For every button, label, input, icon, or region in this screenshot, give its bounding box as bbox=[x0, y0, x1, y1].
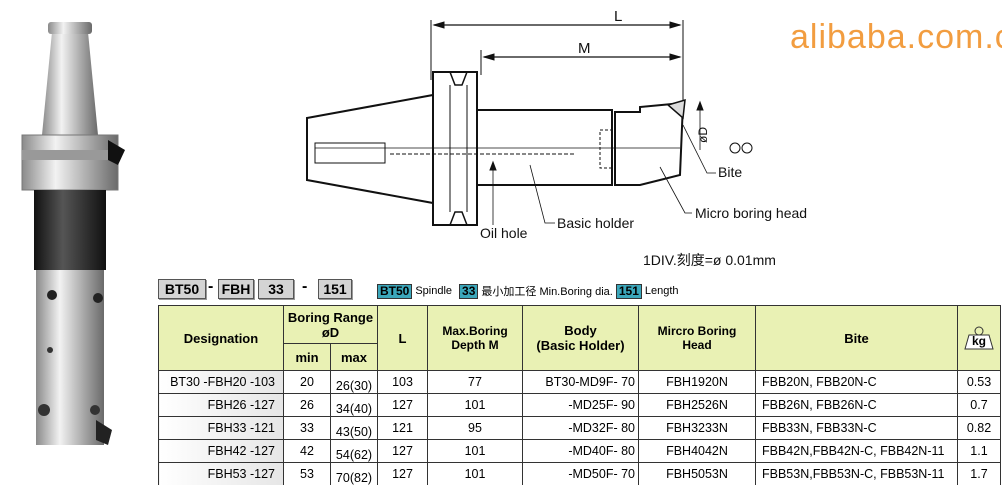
header-weight: kg bbox=[957, 305, 1001, 371]
legend-length-label: Length bbox=[644, 285, 679, 297]
cell-L: 121 bbox=[377, 416, 428, 440]
cell-designation: BT30 -FBH20 -103 bbox=[158, 370, 284, 394]
cell-M: 77 bbox=[427, 370, 523, 394]
cell-kg: 0.7 bbox=[957, 393, 1001, 417]
cell-kg: 0.53 bbox=[957, 370, 1001, 394]
cell-L: 127 bbox=[377, 462, 428, 485]
cell-min: 42 bbox=[283, 439, 331, 463]
product-photo bbox=[21, 22, 125, 445]
cell-kg: 0.82 bbox=[957, 416, 1001, 440]
legend-spindle-label: Spindle bbox=[415, 285, 453, 297]
legend-dia-chip: 33 bbox=[459, 283, 479, 299]
cell-M: 95 bbox=[427, 416, 523, 440]
cell-designation: FBH33 -121 bbox=[158, 416, 284, 440]
watermark: alibaba.com.cn bbox=[790, 18, 1002, 56]
header-max: max bbox=[330, 343, 378, 371]
basic-holder-label: Basic holder bbox=[557, 215, 635, 231]
cell-max: 26(30) bbox=[330, 370, 378, 394]
cell-max: 70(82) bbox=[330, 462, 378, 485]
cell-min: 20 bbox=[283, 370, 331, 394]
cell-head: FBH5053N bbox=[638, 462, 756, 485]
code-legend: BT50 Spindle 33 最小加工径 Min.Boring dia. 15… bbox=[377, 283, 679, 299]
cell-bite: FBB33N, FBB33N-C bbox=[755, 416, 958, 440]
cell-M: 101 bbox=[427, 439, 523, 463]
oil-hole-label: Oil hole bbox=[480, 225, 528, 241]
cell-M: 101 bbox=[427, 393, 523, 417]
cell-M: 101 bbox=[427, 462, 523, 485]
cell-designation: FBH26 -127 bbox=[158, 393, 284, 417]
code-min-dia: 33 bbox=[258, 279, 294, 299]
cell-min: 33 bbox=[283, 416, 331, 440]
cell-kg: 1.1 bbox=[957, 439, 1001, 463]
header-body: Body(Basic Holder) bbox=[522, 305, 639, 371]
cell-head: FBH1920N bbox=[638, 370, 756, 394]
header-designation: Designation bbox=[158, 305, 284, 371]
weight-icon: kg bbox=[963, 326, 995, 350]
cell-body: -MD40F- 80 bbox=[522, 439, 639, 463]
header-min: min bbox=[283, 343, 331, 371]
header-bite: Bite bbox=[755, 305, 958, 371]
cell-body: BT30-MD9F- 70 bbox=[522, 370, 639, 394]
cell-L: 127 bbox=[377, 393, 428, 417]
dimension-M-label: M bbox=[578, 40, 591, 57]
legend-length-chip: 151 bbox=[615, 283, 642, 299]
cell-bite: FBB42N,FBB42N-C, FBB42N-11 bbox=[755, 439, 958, 463]
legend-dia-label: 最小加工径 Min.Boring dia. bbox=[481, 286, 613, 298]
cell-max: 54(62) bbox=[330, 439, 378, 463]
cell-body: -MD32F- 80 bbox=[522, 416, 639, 440]
cell-designation: FBH42 -127 bbox=[158, 439, 284, 463]
cell-max: 43(50) bbox=[330, 416, 378, 440]
cell-head: FBH4042N bbox=[638, 439, 756, 463]
dimension-L-label: L bbox=[614, 8, 623, 25]
cell-bite: FBB20N, FBB20N-C bbox=[755, 370, 958, 394]
code-length: 151 bbox=[318, 279, 352, 299]
header-L: L bbox=[377, 305, 428, 371]
legend-spindle-chip: BT50 bbox=[377, 283, 413, 299]
cell-kg: 1.7 bbox=[957, 462, 1001, 485]
cell-body: -MD25F- 90 bbox=[522, 393, 639, 417]
technical-drawing bbox=[306, 20, 753, 226]
code-dash: - bbox=[208, 278, 214, 295]
cell-min: 26 bbox=[283, 393, 331, 417]
cell-head: FBH2526N bbox=[638, 393, 756, 417]
cell-body: -MD50F- 70 bbox=[522, 462, 639, 485]
cell-designation: FBH53 -127 bbox=[158, 462, 284, 485]
cell-L: 127 bbox=[377, 439, 428, 463]
dimension-D-label: øD bbox=[696, 127, 710, 143]
division-note: 1DIV.刻度=ø 0.01mm bbox=[643, 252, 776, 268]
code-dash: - bbox=[302, 278, 308, 295]
micro-boring-head-label: Micro boring head bbox=[695, 205, 808, 221]
bite-label: Bite bbox=[718, 164, 743, 180]
cell-bite: FBB26N, FBB26N-C bbox=[755, 393, 958, 417]
code-spindle: BT50 bbox=[158, 279, 206, 299]
code-series: FBH bbox=[218, 279, 254, 299]
cell-head: FBH3233N bbox=[638, 416, 756, 440]
cell-max: 34(40) bbox=[330, 393, 378, 417]
cell-L: 103 bbox=[377, 370, 428, 394]
cell-bite: FBB53N,FBB53N-C, FBB53N-11 bbox=[755, 462, 958, 485]
cell-min: 53 bbox=[283, 462, 331, 485]
